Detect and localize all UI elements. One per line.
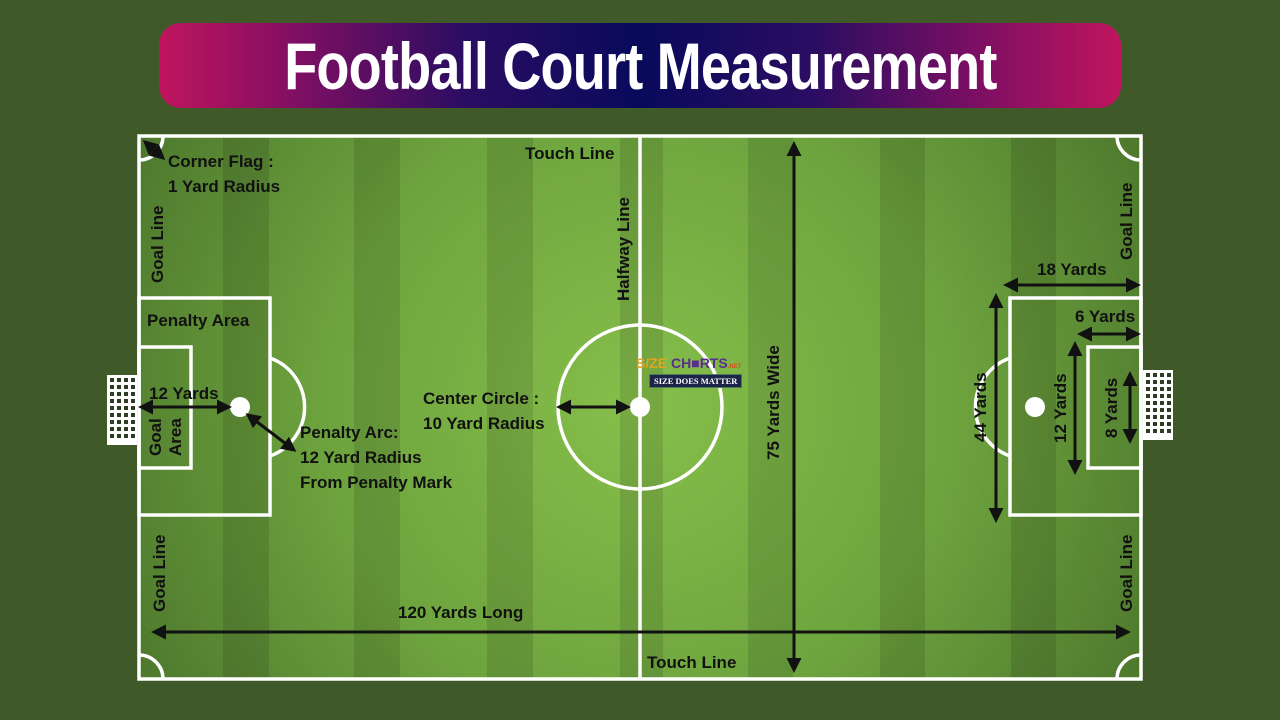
penalty-arc-arrow bbox=[245, 413, 297, 452]
penalty-arc-label-3: From Penalty Mark bbox=[300, 473, 453, 492]
logo-size-text: S/ZE bbox=[636, 355, 668, 371]
twelve-yards-left-label: 12 Yards bbox=[149, 384, 219, 403]
halfway-line-label: Halfway Line bbox=[614, 197, 633, 301]
labels: Corner Flag : 1 Yard Radius Touch Line T… bbox=[146, 144, 1136, 672]
spots bbox=[230, 397, 1045, 417]
penalty-spot-left bbox=[230, 397, 250, 417]
touch-line-bottom-label: Touch Line bbox=[647, 653, 736, 672]
penalty-area-label: Penalty Area bbox=[147, 311, 250, 330]
eighteen-yards-label: 18 Yards bbox=[1037, 260, 1107, 279]
length-label: 120 Yards Long bbox=[398, 603, 523, 622]
logo-net-text: .NET bbox=[727, 364, 742, 370]
center-spot bbox=[630, 397, 650, 417]
title-banner: Football Court Measurement bbox=[159, 23, 1121, 108]
touch-line-top-label: Touch Line bbox=[525, 144, 614, 163]
goal-line-bottom-left-label: Goal Line bbox=[150, 535, 169, 612]
center-circle-label-1: Center Circle : bbox=[423, 389, 539, 408]
goal-line-top-left-label: Goal Line bbox=[148, 206, 167, 283]
center-circle-label-2: 10 Yard Radius bbox=[423, 414, 545, 433]
twelve-yards-right-label: 12 Yards bbox=[1051, 373, 1070, 443]
penalty-arc-label-2: 12 Yard Radius bbox=[300, 448, 422, 467]
forty-four-yards-label: 44 Yards bbox=[971, 372, 990, 442]
sizecharts-logo: S/ZE CH■RTS.NET SIZE DOES MATTER bbox=[636, 355, 744, 389]
logo-charts-text: CH■RTS bbox=[671, 355, 728, 371]
goal-net-right bbox=[1143, 370, 1173, 440]
goal-net-left bbox=[107, 375, 137, 445]
goal-area-label-1: Goal bbox=[146, 418, 165, 456]
corner-flag-arrow bbox=[142, 140, 166, 160]
measurement-arrows bbox=[138, 140, 1141, 673]
penalty-arc-label-1: Penalty Arc: bbox=[300, 423, 399, 442]
goal-area-right bbox=[1086, 345, 1143, 470]
corner-arc-top-right bbox=[1115, 135, 1142, 162]
page-title: Football Court Measurement bbox=[283, 28, 997, 103]
penalty-spot-right bbox=[1025, 397, 1045, 417]
goal-line-top-right-label: Goal Line bbox=[1117, 183, 1136, 260]
corner-flag-label-1: Corner Flag : bbox=[168, 152, 274, 171]
width-label: 75 Yards Wide bbox=[764, 345, 783, 460]
goal-line-bottom-right-label: Goal Line bbox=[1117, 535, 1136, 612]
corner-flag-label-2: 1 Yard Radius bbox=[168, 177, 280, 196]
eight-yards-label: 8 Yards bbox=[1102, 378, 1121, 438]
mowing-stripes bbox=[223, 136, 1056, 679]
corner-arc-bottom-right bbox=[1115, 653, 1142, 680]
goal-area-label-2: Area bbox=[166, 418, 185, 456]
logo-tagline: SIZE DOES MATTER bbox=[649, 374, 743, 388]
six-yards-label: 6 Yards bbox=[1075, 307, 1135, 326]
corner-arc-bottom-left bbox=[138, 653, 165, 680]
logo-wordmark: S/ZE CH■RTS.NET bbox=[636, 355, 741, 371]
